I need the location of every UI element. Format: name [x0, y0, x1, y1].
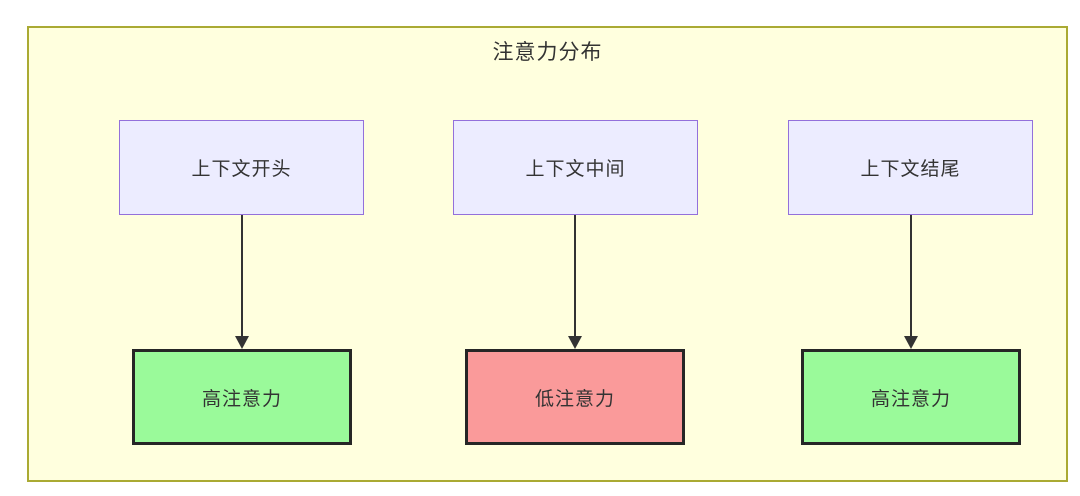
node-context-end-label: 上下文结尾: [860, 159, 961, 180]
node-high-attention-2: 高注意力: [801, 349, 1021, 445]
arrow-shaft: [574, 215, 576, 337]
node-low-attention-label: 低注意力: [534, 388, 615, 410]
node-context-beginning-label: 上下文开头: [191, 159, 292, 180]
attention-distribution-cluster: 注意力分布 上下文开头 上下文中间 上下文结尾 高注意力 低注意力: [27, 26, 1068, 482]
arrow-shaft: [910, 215, 912, 337]
arrowhead-down-icon: [235, 336, 249, 349]
cluster-title: 注意力分布: [492, 41, 603, 64]
arrowhead-down-icon: [568, 336, 582, 349]
node-high-attention-1-label: 高注意力: [201, 388, 282, 410]
arrow-beginning-to-high: [235, 215, 249, 349]
node-context-end: 上下文结尾: [788, 120, 1033, 215]
arrow-middle-to-low: [568, 215, 582, 349]
node-high-attention-1: 高注意力: [132, 349, 352, 445]
node-high-attention-2-label: 高注意力: [870, 388, 951, 410]
node-context-middle-label: 上下文中间: [525, 159, 626, 180]
arrowhead-down-icon: [904, 336, 918, 349]
node-context-beginning: 上下文开头: [119, 120, 364, 215]
arrow-shaft: [241, 215, 243, 337]
node-context-middle: 上下文中间: [453, 120, 698, 215]
node-low-attention: 低注意力: [465, 349, 685, 445]
arrow-end-to-high: [904, 215, 918, 349]
